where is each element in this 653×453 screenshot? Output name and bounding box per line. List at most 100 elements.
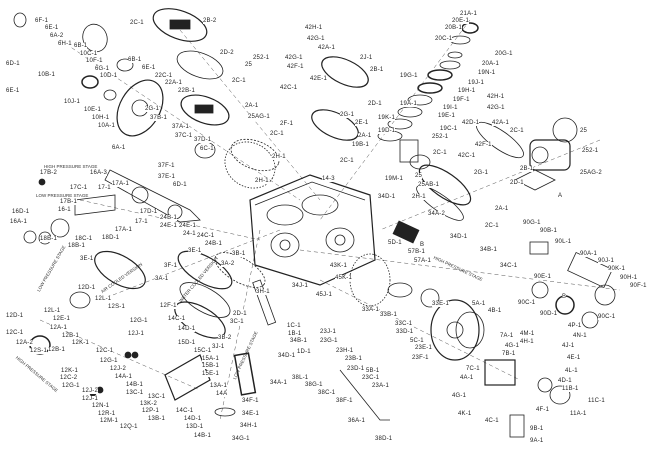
part-label: 34D-1	[450, 234, 468, 240]
part-label: 1C-1	[287, 323, 301, 329]
part-label: 19A-1	[400, 101, 418, 107]
part-label: 10H-1	[92, 115, 110, 121]
part-label: 4A-1	[460, 375, 474, 381]
part-label: 15D-1	[178, 340, 196, 346]
part-label: 2F-1	[280, 121, 294, 127]
part-label: 42G-1	[285, 55, 303, 61]
part-label: 3C-1	[230, 319, 244, 325]
part-label: 20G-1	[495, 51, 513, 57]
part-label: 19K-1	[378, 115, 396, 121]
part-label: 23E-1	[415, 345, 433, 351]
part-label: 19M-1	[385, 176, 404, 182]
part-label: 10B-1	[38, 72, 56, 78]
part-label: 42A-1	[318, 45, 336, 51]
part-label: 3H-1	[256, 289, 270, 295]
part-label: 6C-1	[200, 146, 214, 152]
part-label: 6A-1	[112, 145, 126, 151]
part-label: 42F-1	[287, 64, 304, 70]
part-label: 13C-1	[148, 394, 166, 400]
part-label: 12L-1	[44, 308, 61, 314]
part-label: 12E-1	[53, 316, 71, 322]
part-label: 2D-1	[510, 180, 524, 186]
part-label: 34H-1	[240, 423, 258, 429]
part-label: 24E-1	[179, 223, 197, 229]
part-label: 17-1	[135, 219, 148, 225]
part-label: 16A-1	[10, 219, 28, 225]
part-label: 12F-1	[160, 303, 177, 309]
part-label: 6E-1	[142, 65, 156, 71]
part-label: 4G-1	[505, 343, 520, 349]
part-label: 36A-1	[348, 418, 366, 424]
part-label: 38C-1	[318, 390, 336, 396]
part-label: 9A-1	[530, 438, 544, 444]
part-label: 17B-2	[40, 170, 58, 176]
part-label: 25	[580, 128, 588, 134]
part-label: 25AB-1	[418, 182, 440, 188]
part-label: 25	[245, 62, 253, 68]
part-label: 37D-1	[194, 137, 212, 143]
part-label: 2H-1	[412, 194, 426, 200]
part-label: 13C-1	[126, 390, 144, 396]
part-label: 10F-1	[86, 58, 103, 64]
part-label: 2G-1	[340, 112, 355, 118]
part-label: 12G-1	[100, 358, 118, 364]
part-label: 4M-1	[520, 331, 535, 337]
part-label: 10C-1	[80, 51, 98, 57]
part-label: 12C-1	[6, 330, 24, 336]
part-label: 20A-1	[482, 61, 500, 67]
part-label: 23C-1	[362, 375, 380, 381]
part-label: 4G-1	[452, 393, 467, 399]
part-label: 16D-1	[12, 209, 30, 215]
part-label: 4K-1	[458, 411, 472, 417]
part-label: 34A-1	[270, 380, 288, 386]
crankshaft	[23, 169, 201, 245]
part-label: 34D-1	[278, 353, 296, 359]
part-label: 22A-1	[165, 80, 183, 86]
part-label: 38L-1	[292, 375, 309, 381]
part-label: 17C-1	[70, 185, 88, 191]
part-label: 4B-1	[488, 308, 502, 314]
part-label: 23G-1	[320, 338, 338, 344]
part-label: 20E-1	[452, 18, 470, 24]
part-label: 42G-1	[487, 105, 505, 111]
part-label: 10D-1	[100, 73, 118, 79]
part-label: 6A-2	[50, 33, 64, 39]
part-label: 18D-1	[102, 235, 120, 241]
part-label: 90B-1	[540, 228, 558, 234]
part-label: 24E-1	[160, 223, 178, 229]
part-label: 1D-1	[297, 349, 311, 355]
part-label: 12A-2	[16, 340, 34, 346]
part-label: 15C-1	[194, 348, 212, 354]
part-label: 14B-1	[194, 433, 212, 439]
part-label: 12K-1	[72, 340, 90, 346]
part-label: 23A-1	[372, 383, 390, 389]
part-label: 2B-2	[203, 18, 217, 24]
part-label: 6F-1	[35, 18, 49, 24]
part-label: 42H-1	[305, 25, 323, 31]
part-label: 14A	[216, 391, 228, 397]
part-label: B	[562, 294, 567, 300]
part-label: 13K-2	[140, 401, 158, 407]
part-label: 6H-1	[58, 41, 72, 47]
part-label: 20C-1	[435, 36, 453, 42]
part-label: 90A-1	[580, 251, 598, 257]
part-label: 19E-1	[438, 113, 456, 119]
part-label: 13A-1	[210, 383, 228, 389]
part-label: 23D-1	[347, 366, 365, 372]
part-label: 90J-1	[598, 258, 615, 264]
part-label: 3A-1	[155, 276, 169, 282]
part-label: 14C-1	[168, 316, 186, 322]
part-label: 10A-1	[98, 123, 116, 129]
part-label: 6D-1	[6, 61, 20, 67]
part-label: 2H-1	[255, 178, 269, 184]
part-label: 21A-1	[460, 11, 478, 17]
part-label: 4H-1	[520, 339, 534, 345]
part-label: 12J-2	[110, 366, 127, 372]
part-label: 4D-1	[558, 378, 572, 384]
part-label: 90E-1	[534, 274, 552, 280]
part-label: 252-1	[253, 55, 270, 61]
part-label: 4E-1	[567, 355, 581, 361]
part-label: 17A-1	[112, 181, 130, 187]
part-label: 1B-1	[288, 331, 302, 337]
